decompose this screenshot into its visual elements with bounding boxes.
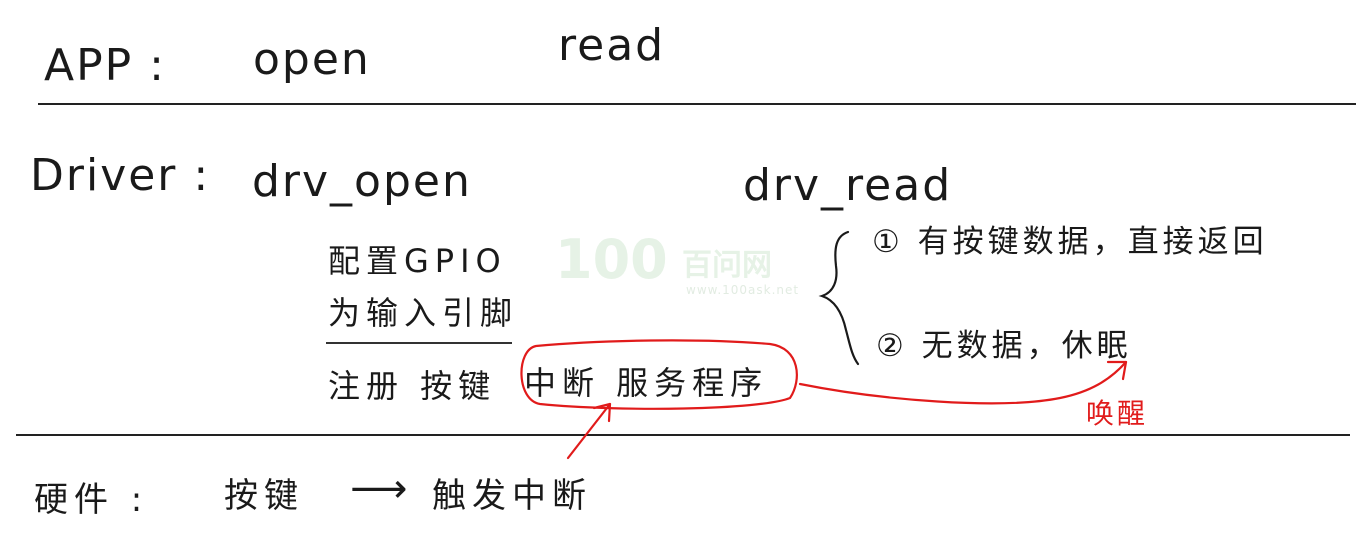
branch-no-data: ② 无数据，休眠 — [876, 328, 1132, 364]
step-configure-gpio: 配置GPIO — [328, 242, 507, 280]
divider-app-driver — [38, 103, 1356, 105]
isr-to-sleep-arrowhead — [1106, 360, 1128, 381]
branch-has-data: ① 有按键数据，直接返回 — [872, 224, 1268, 260]
interrupt-to-isr-arrowhead — [592, 402, 612, 423]
isr-highlight-ellipse — [520, 339, 798, 410]
driver-drv-read: drv_read — [743, 160, 953, 211]
watermark-logo: 100 — [555, 228, 668, 291]
interrupt-to-isr-arrow — [566, 402, 612, 460]
watermark-brand: 百问网 — [682, 248, 772, 283]
isr-label: 中断 服务程序 — [524, 364, 769, 402]
hardware-trigger-interrupt: 触发中断 — [432, 476, 592, 516]
divider-driver-hardware — [16, 434, 1350, 436]
hardware-arrow: ⟶ — [350, 466, 410, 512]
driver-drv-open: drv_open — [252, 156, 472, 207]
step-as-input-pin: 为输入引脚 — [328, 294, 519, 332]
hardware-label: 硬件 : — [34, 480, 149, 520]
hardware-key: 按键 — [224, 476, 304, 516]
branch-brace — [818, 230, 860, 366]
app-label: APP : — [44, 40, 166, 91]
wake-label: 唤醒 — [1086, 397, 1149, 430]
app-read: read — [558, 20, 666, 71]
watermark-url: www.100ask.net — [686, 283, 800, 297]
app-open: open — [253, 34, 371, 85]
isr-to-sleep-arrow — [798, 360, 1128, 405]
steps-separator — [326, 342, 512, 344]
driver-label: Driver : — [30, 150, 211, 201]
step-register-key: 注册 按键 — [328, 367, 497, 405]
